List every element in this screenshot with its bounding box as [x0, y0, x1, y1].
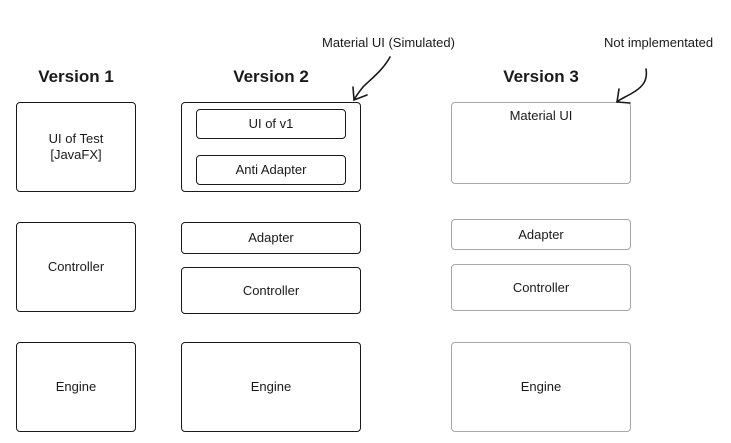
v1-controller-box: Controller	[16, 222, 136, 312]
v2-controller-box: Controller	[181, 267, 361, 314]
v1-engine-label: Engine	[55, 379, 97, 394]
v2-ui-of-v1-label: UI of v1	[248, 116, 294, 131]
v2-engine-label: Engine	[250, 379, 292, 394]
v2-controller-label: Controller	[242, 282, 300, 298]
v1-ui-label: UI of Test [JavaFX]	[48, 131, 104, 162]
version-2-heading: Version 2	[233, 67, 309, 86]
v2-ui-of-v1-box: UI of v1	[196, 109, 346, 139]
v2-note-arrowhead	[352, 86, 368, 101]
v3-engine-label: Engine	[520, 379, 562, 394]
v3-controller-box: Controller	[451, 264, 631, 311]
v1-engine-box: Engine	[16, 342, 136, 432]
v2-anti-adapter-box: Anti Adapter	[196, 155, 346, 185]
v2-anti-adapter-label: Anti Adapter	[235, 162, 307, 177]
v3-adapter-label: Adapter	[518, 226, 564, 242]
v3-material-ui-box: Material UI	[451, 102, 631, 184]
material-ui-simulated-note: Material UI (Simulated)	[322, 35, 455, 50]
v3-material-ui-label: Material UI	[509, 108, 573, 123]
version-1-heading: Version 1	[38, 67, 114, 86]
v3-engine-box: Engine	[451, 342, 631, 432]
v1-controller-label: Controller	[47, 259, 105, 274]
v2-engine-box: Engine	[181, 342, 361, 432]
version-3-heading: Version 3	[503, 67, 579, 86]
v3-adapter-box: Adapter	[451, 219, 631, 250]
v2-adapter-box: Adapter	[181, 222, 361, 254]
not-implemented-note: Not implementated	[604, 35, 714, 50]
v1-ui-box: UI of Test [JavaFX]	[16, 102, 136, 192]
v3-note-arrowhead	[616, 88, 631, 104]
v2-adapter-label: Adapter	[248, 230, 294, 245]
v3-controller-label: Controller	[512, 279, 570, 295]
